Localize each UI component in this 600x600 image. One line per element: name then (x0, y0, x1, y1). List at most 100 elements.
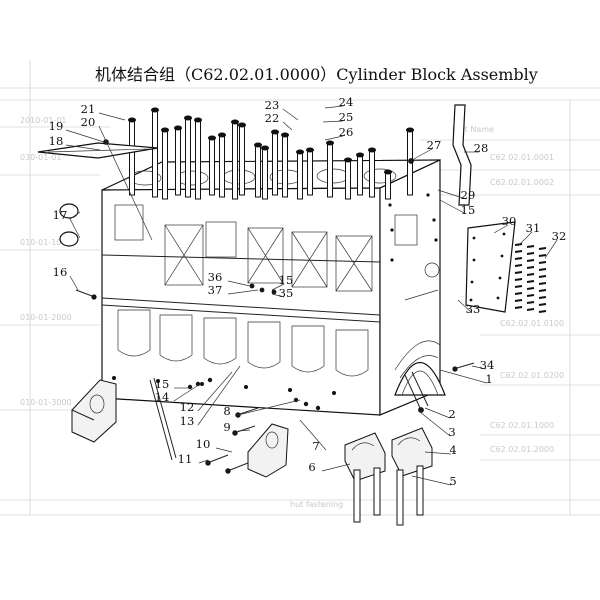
callout-label: 6 (308, 460, 315, 474)
cover-bolt (538, 261, 547, 264)
head-stud (255, 144, 261, 198)
head-stud (209, 137, 215, 196)
cover-bolt (538, 289, 547, 292)
center-mount-bracket (247, 423, 289, 478)
head-stud-cap (254, 142, 262, 148)
cover-bolt (526, 301, 535, 304)
ghost-text: 010-01-1000 (20, 238, 72, 247)
head-stud-cap (406, 127, 414, 133)
cap-bolt (416, 465, 424, 516)
head-stud (162, 129, 168, 200)
callout-label: 2 (448, 407, 455, 421)
core-plugs (59, 203, 79, 247)
callout-label: 14 (155, 390, 170, 404)
head-stud-cap (306, 147, 314, 153)
head-stud-cap (184, 115, 192, 121)
callout-label: 30 (502, 214, 517, 228)
cover-bolt (526, 252, 535, 255)
cover-bolt (526, 287, 535, 290)
callout-label: 15 (461, 203, 476, 217)
callout-label: 3 (448, 425, 455, 439)
diagram-title: 机体结合组（C62.02.01.0000）Cylinder Block Asse… (95, 65, 538, 84)
ghost-text: C62.02.01.1000 (490, 421, 554, 430)
callout-label: 9 (223, 420, 230, 434)
ghost-text: hut fastening (290, 500, 343, 509)
callout-label: 25 (339, 110, 354, 124)
head-stud-cap (208, 135, 216, 141)
cap-bolts (353, 465, 424, 526)
ghost-text: C62.02.01.0100 (500, 319, 564, 328)
head-stud (152, 109, 158, 198)
callout-label: 28 (474, 141, 489, 155)
leader-lines (65, 105, 558, 486)
ghost-text: Part Name (452, 125, 494, 134)
background-table-lines (0, 60, 600, 516)
callout-label: 31 (526, 221, 541, 235)
cover-bolt (514, 257, 523, 260)
callout-label: 7 (312, 439, 319, 453)
callout-label: 35 (279, 286, 294, 300)
ghost-text: 010-01-3000 (20, 398, 72, 407)
head-stud (185, 117, 191, 198)
ghost-text-layer: Part NameC62.02.01.0001C62.02.01.0002C62… (20, 116, 564, 509)
ghost-text: C62.02.01.2000 (490, 445, 554, 454)
cover-bolt (526, 259, 535, 262)
cover-bolt (538, 254, 547, 257)
head-stud (195, 119, 201, 200)
ghost-text: 030-01-01 (20, 153, 61, 162)
dipstick-tube (408, 104, 472, 206)
callout-label: 32 (552, 229, 567, 243)
head-stud-cap (194, 117, 202, 123)
callout-label: 27 (427, 138, 442, 152)
cover-bolt (526, 308, 535, 311)
cover-bolt (514, 250, 523, 253)
head-stud (219, 134, 225, 198)
callout-label: 5 (449, 474, 456, 488)
cover-bolt (514, 271, 523, 274)
cover-bolt (514, 292, 523, 295)
cover-bolt (526, 266, 535, 269)
callout-label: 34 (480, 358, 495, 372)
callout-label: 21 (81, 102, 96, 116)
head-stud (385, 171, 391, 200)
head-stud-cap (326, 140, 334, 146)
callout-label: 13 (180, 414, 195, 428)
callout-label: 4 (449, 443, 456, 457)
cover-bolt (514, 306, 523, 309)
cover-bolt (538, 282, 547, 285)
head-stud-cap (281, 132, 289, 138)
cover-bolt (526, 280, 535, 283)
callout-label: 33 (466, 302, 481, 316)
cover-bolt (538, 247, 547, 250)
callout-label: 26 (339, 125, 354, 139)
head-stud (282, 134, 288, 198)
head-stud-cap (271, 129, 279, 135)
ghost-text: 010-01-2000 (20, 313, 72, 322)
side-bolt (452, 362, 475, 372)
cover-bolt (538, 275, 547, 278)
callout-label: 12 (180, 400, 195, 414)
head-stud (272, 131, 278, 196)
head-stud (239, 124, 245, 196)
callout-label: 20 (81, 115, 96, 129)
cover-bolt (514, 264, 523, 267)
head-stud (129, 119, 135, 196)
cover-bolt (538, 303, 547, 306)
callout-label: 10 (196, 437, 211, 451)
callout-label: 1 (485, 372, 492, 386)
head-stud-cap (231, 119, 239, 125)
head-stud-cap (384, 169, 392, 175)
head-stud-cap (368, 147, 376, 153)
cover-bolt (514, 278, 523, 281)
main-bearing-studs (404, 371, 429, 413)
callout-label: 22 (265, 111, 280, 125)
head-stud (262, 147, 268, 200)
head-stud (357, 154, 363, 196)
callout-label: 17 (53, 208, 68, 222)
side-cover-gasket (465, 221, 516, 313)
head-stud-cap (174, 125, 182, 131)
cover-bolt-grid (514, 243, 547, 313)
callout-label: 8 (223, 404, 230, 418)
